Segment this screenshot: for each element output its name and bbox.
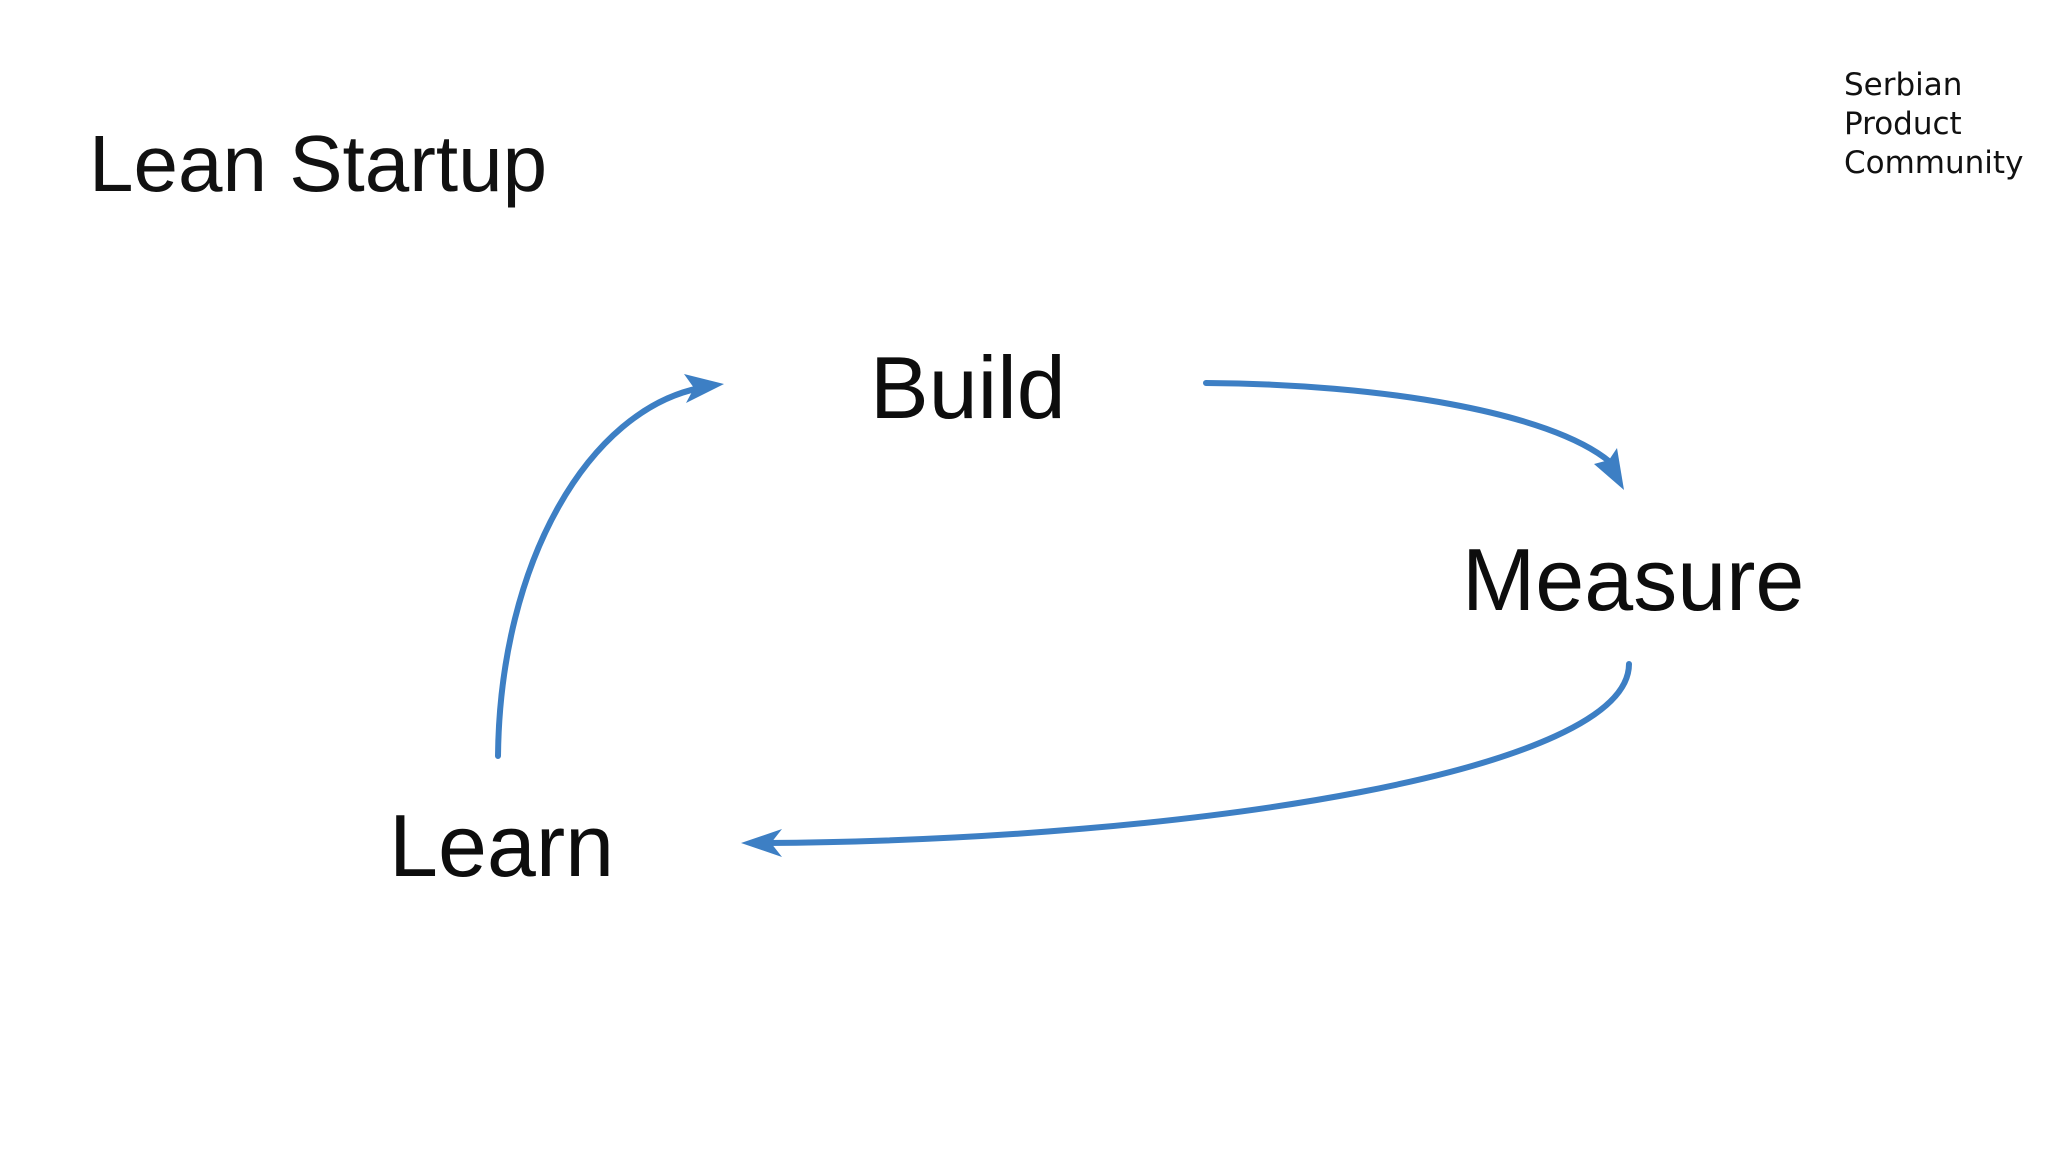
node-measure: Measure (1462, 530, 1805, 629)
brand-line: Serbian (1844, 67, 1963, 103)
brand-line: Community (1844, 145, 2024, 181)
brand-logo-text: Serbian Product Community (1844, 66, 2023, 183)
arrow-measure-to-learn (762, 661, 1632, 846)
arrowhead-measure-to-learn (741, 829, 782, 857)
brand-line: Product (1844, 106, 1962, 142)
arrow-build-to-measure (1203, 380, 1613, 465)
arrow-learn-to-build (495, 385, 703, 759)
node-build: Build (870, 338, 1066, 437)
node-learn: Learn (389, 796, 615, 895)
arrowhead-learn-to-build (684, 374, 724, 403)
page-title: Lean Startup (89, 119, 548, 208)
arrowhead-build-to-measure (1594, 448, 1624, 490)
